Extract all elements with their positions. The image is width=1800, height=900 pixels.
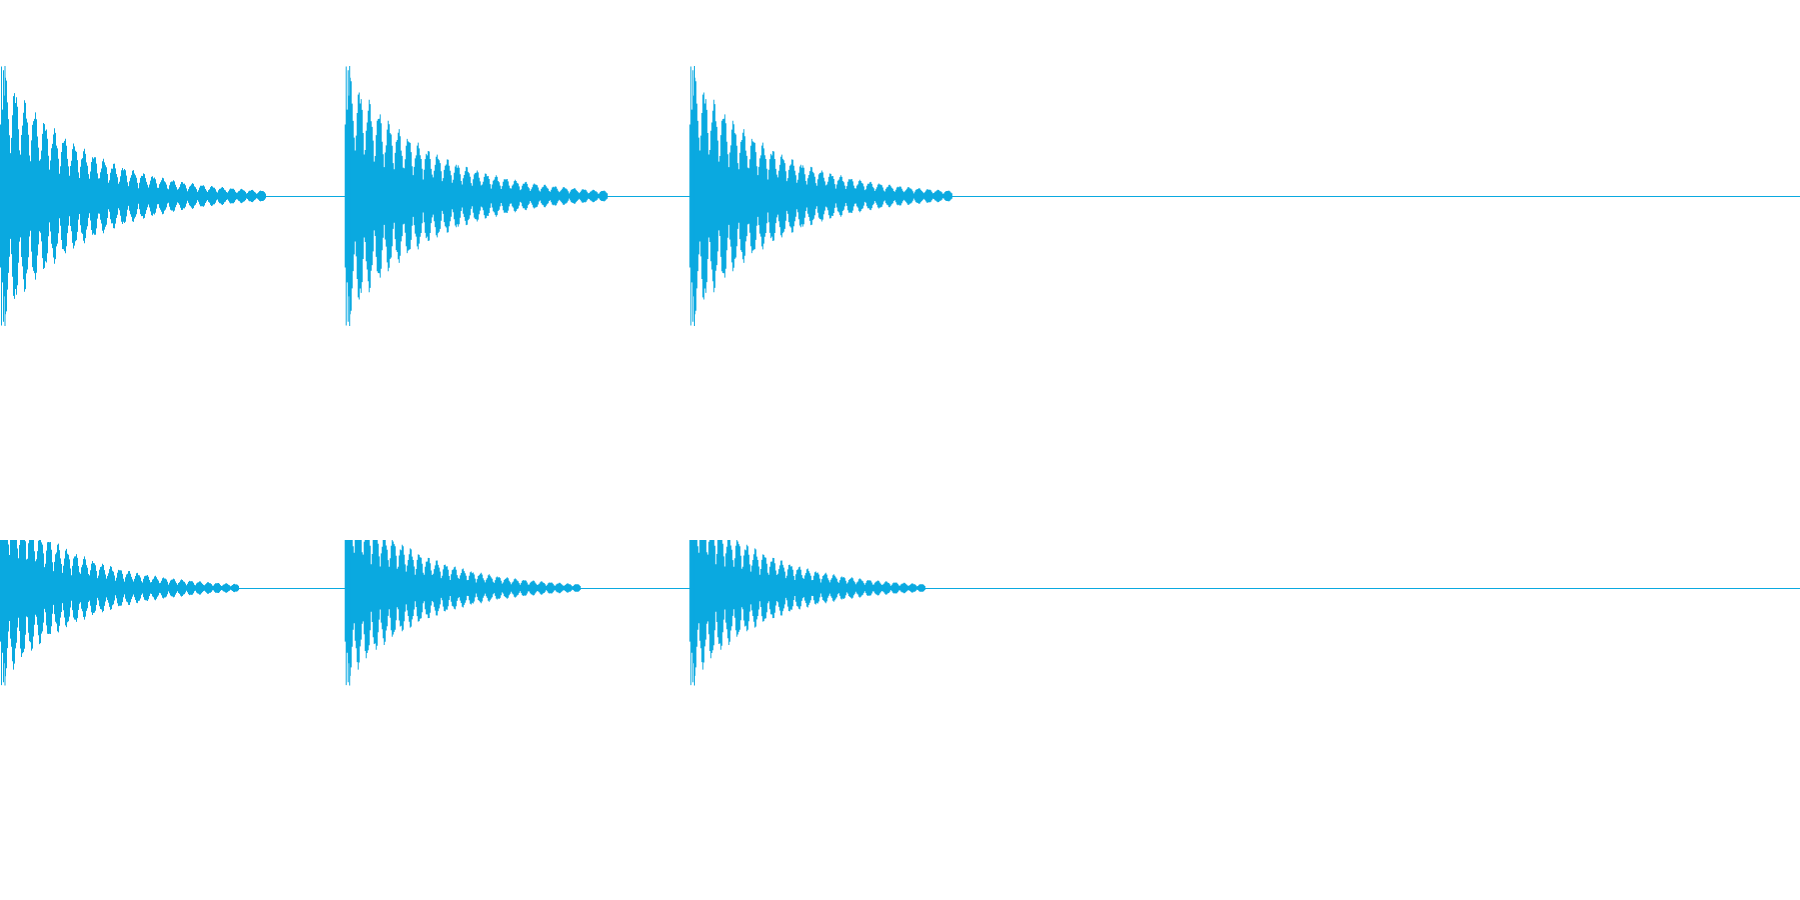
waveform-burst-path: [0, 540, 239, 686]
waveform-right-svg: [0, 540, 1800, 686]
waveform-burst: [0, 66, 266, 326]
waveform-burst: [689, 66, 953, 326]
waveform-channel-right: [0, 540, 1800, 812]
waveform-burst-path: [344, 540, 581, 686]
waveform-channel-left: [0, 60, 1800, 332]
waveform-burst-path: [344, 66, 608, 326]
waveform-burst-path: [0, 66, 266, 326]
waveform-burst: [689, 540, 926, 686]
waveform-burst-path: [689, 66, 953, 326]
waveform-burst: [344, 540, 581, 686]
waveform-burst: [344, 66, 608, 326]
waveform-burst: [0, 540, 239, 686]
waveform-left-svg: [0, 66, 1800, 326]
waveform-burst-path: [689, 540, 926, 686]
